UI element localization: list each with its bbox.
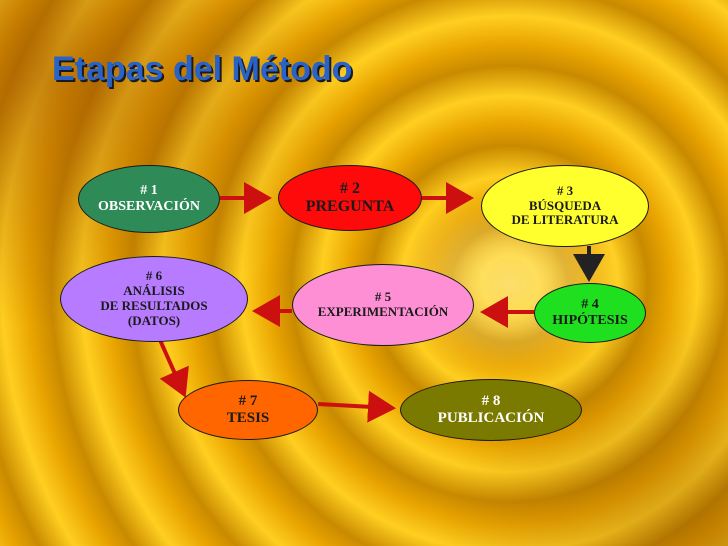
stage-label-line: TESIS [226, 410, 270, 426]
stage-label-line: DE RESULTADOS [100, 298, 208, 313]
stage-label-line: HIPÓTESIS [552, 313, 628, 328]
stage-number: # 3 [556, 182, 574, 198]
page-title: Etapas del Método [52, 50, 353, 88]
stage-number: # 2 [340, 179, 360, 197]
stage-label-line: BÚSQUEDA [528, 197, 602, 213]
stage-number: # 8 [481, 392, 501, 409]
arrow-7-to-8 [317, 390, 396, 423]
stage-label-line: EXPERIMENTACIÓN [317, 304, 449, 319]
stage-label-line: PREGUNTA [305, 198, 395, 215]
stage-label-line: PUBLICACIÓN [437, 410, 545, 426]
stage-number: # 4 [581, 296, 599, 312]
stage-label-line: (DATOS) [127, 312, 181, 328]
stage-label-line: DE LITERATURA [511, 212, 619, 228]
stage-number: # 7 [238, 392, 258, 409]
stage-label-line: OBSERVACIÓN [98, 199, 200, 214]
stage-label-line: ANÁLISIS [123, 283, 185, 299]
stage-number: # 1 [140, 182, 158, 198]
stage-number: # 6 [145, 268, 163, 284]
stage-number: # 5 [374, 289, 392, 305]
arrow-6-to-7 [158, 339, 189, 398]
